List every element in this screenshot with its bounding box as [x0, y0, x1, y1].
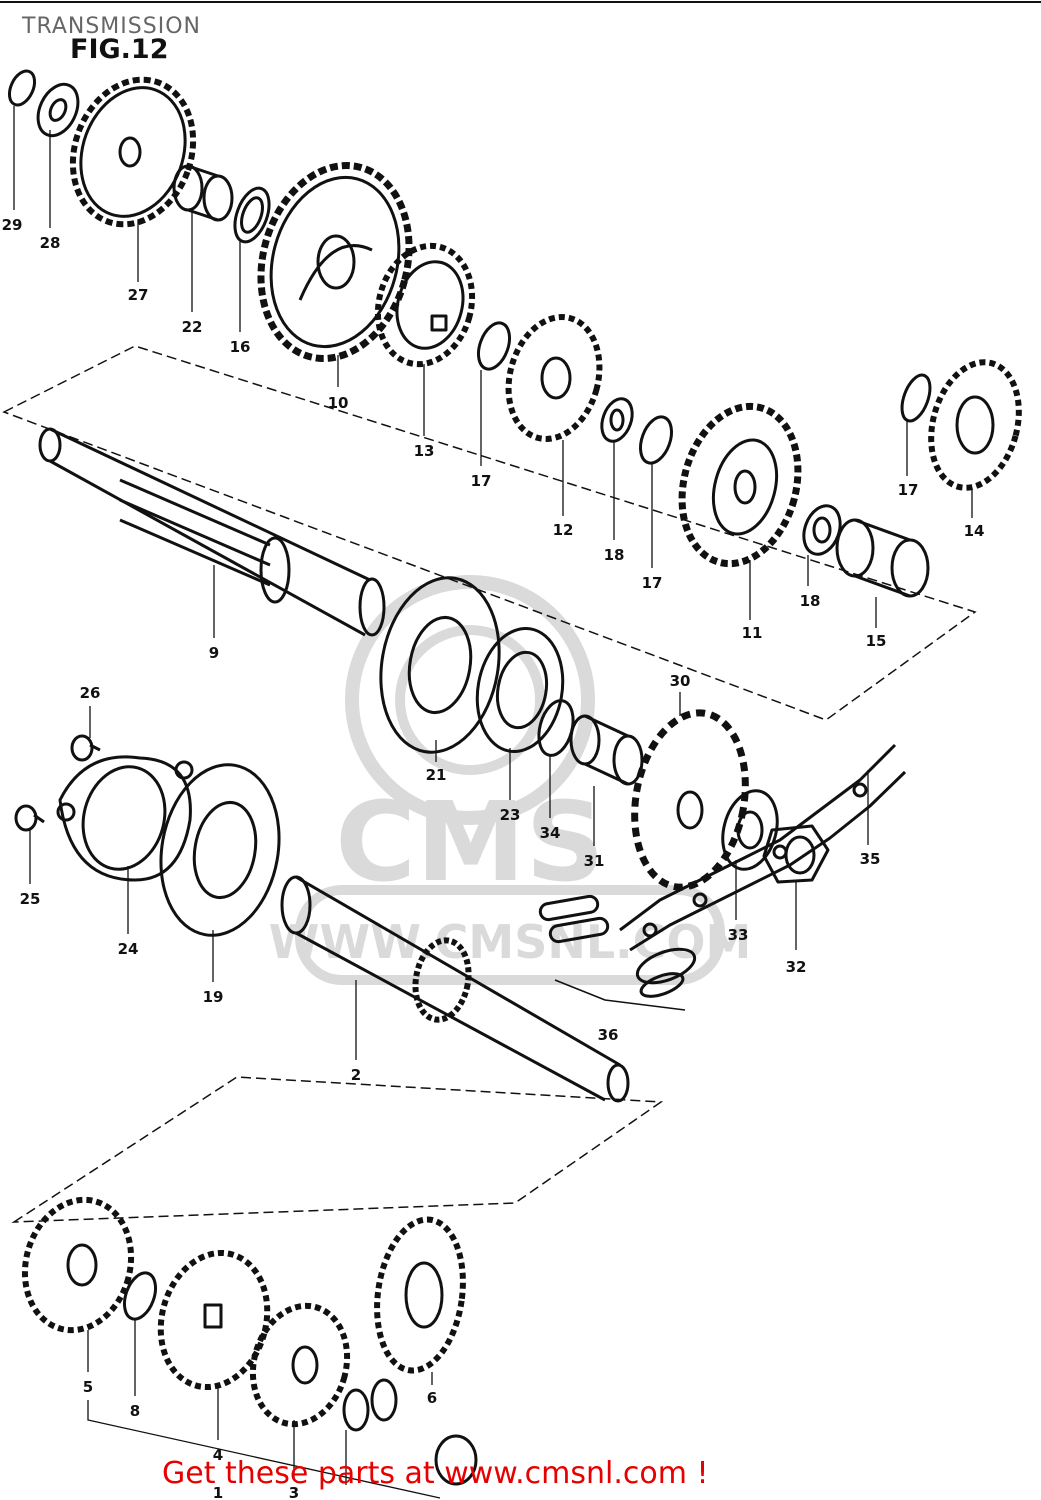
callout-16: 16: [230, 338, 251, 356]
callout-1: 1: [213, 1484, 223, 1500]
callout-2: 2: [351, 1066, 361, 1084]
bushing-1: [342, 1378, 478, 1486]
callout-19: 19: [203, 988, 224, 1006]
bearing-19: [159, 763, 281, 937]
mainshaft-group-outline: [2, 345, 977, 721]
callout-31: 31: [584, 852, 605, 870]
countershaft-2: [280, 875, 630, 1103]
callout-3: 3: [289, 1484, 299, 1500]
circlip-17a: [476, 321, 512, 371]
callout-14: 14: [964, 522, 985, 540]
callout-17-b: 17: [642, 574, 663, 592]
callout-28: 28: [40, 234, 61, 252]
callout-4: 4: [213, 1446, 223, 1464]
washer-18a: [600, 397, 634, 443]
bearing-21: [379, 576, 501, 754]
chain-35: [619, 743, 907, 952]
leader-lines: [13, 106, 973, 1499]
callout-18-a: 18: [604, 546, 625, 564]
callout-32: 32: [786, 958, 807, 976]
washer-18b: [802, 504, 842, 556]
callout-27: 27: [128, 286, 149, 304]
bushing-15: [835, 518, 930, 598]
callout-10: 10: [328, 394, 349, 412]
washer-16: [233, 186, 271, 244]
callout-15: 15: [866, 632, 887, 650]
circlip-29: [7, 69, 37, 107]
callout-22: 22: [182, 318, 203, 336]
callout-5: 5: [83, 1378, 93, 1396]
callout-labels: 29 28 27 22 16 10 13 17 12 18 17 11 18 1…: [2, 216, 985, 1500]
bushing-22: [172, 164, 234, 222]
screw-25: [14, 804, 45, 832]
gear-5: [21, 1196, 135, 1334]
sprocket-30: [631, 709, 749, 891]
page-title: TRANSMISSION: [22, 14, 201, 39]
gear-12: [505, 314, 603, 442]
watermark-logo-text: CMS: [335, 778, 604, 906]
callout-29: 29: [2, 216, 23, 234]
callout-8: 8: [130, 1402, 140, 1420]
callout-18-b: 18: [800, 592, 821, 610]
callout-26: 26: [80, 684, 101, 702]
callout-34: 34: [540, 824, 561, 842]
callout-21: 21: [426, 766, 447, 784]
callout-11: 11: [742, 624, 763, 642]
callout-33: 33: [728, 926, 749, 944]
gear-6: [374, 1216, 466, 1374]
callout-9: 9: [209, 644, 219, 662]
callout-25: 25: [20, 890, 41, 908]
spacer-31: [569, 714, 644, 786]
callout-23: 23: [500, 806, 521, 824]
gear-4: [157, 1249, 271, 1391]
figure-label: FIG.12: [70, 34, 169, 65]
callout-24: 24: [118, 940, 139, 958]
callout-17-c: 17: [898, 481, 919, 499]
countershaft-group-outline: [11, 1076, 664, 1223]
watermark-url-text: WWW.CMSNL.COM: [269, 915, 752, 969]
callout-12: 12: [553, 521, 574, 539]
gear-3: [249, 1302, 351, 1428]
callout-35: 35: [860, 850, 881, 868]
circlip-17b: [638, 415, 674, 465]
screw-26: [70, 734, 101, 762]
gear-14: [928, 359, 1022, 491]
gear-27: [69, 76, 197, 228]
circlip-17c: [900, 373, 932, 423]
washer-28: [36, 82, 80, 138]
get-parts-link[interactable]: Get these parts at www.cmsnl.com !: [162, 1456, 709, 1491]
circlip-8: [122, 1271, 158, 1321]
gear-11: [678, 402, 802, 568]
callout-17-a: 17: [471, 472, 492, 490]
oil-seal-23: [475, 627, 565, 753]
callout-13: 13: [414, 442, 435, 460]
gear-13: [374, 242, 476, 368]
chain-joint-36: [538, 894, 697, 1011]
bearing-retainer-24: [56, 755, 194, 882]
mainshaft-9: [38, 427, 386, 637]
lock-washer-33: [721, 789, 779, 871]
callout-6: 6: [427, 1389, 437, 1407]
callout-36: 36: [598, 1026, 619, 1044]
watermark-logo: CMS WWW.CMSNL.COM: [269, 575, 752, 985]
callout-30: 30: [670, 672, 691, 690]
